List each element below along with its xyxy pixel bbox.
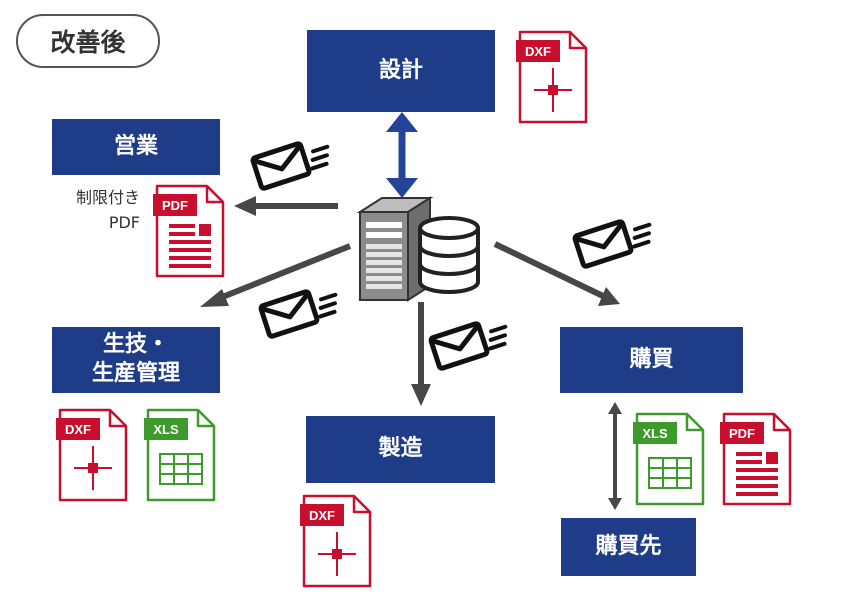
svg-text:XLS: XLS: [642, 426, 668, 441]
arrow-to-sales: [234, 196, 338, 216]
dxf-file-icon: DXF: [300, 494, 372, 588]
dept-supplier-box: 購買先: [561, 518, 696, 576]
dept-manufacturing-box: 製造: [306, 416, 495, 483]
pdf-file-icon: PDF: [720, 412, 792, 506]
svg-text:DXF: DXF: [65, 422, 91, 437]
design-server-double-arrow: [386, 112, 418, 198]
mail-icon: [260, 283, 341, 337]
dept-production-engineering-box: 生技・ 生産管理: [52, 327, 220, 393]
dept-sales-box: 営業: [52, 119, 220, 175]
svg-text:DXF: DXF: [309, 508, 335, 523]
badge-label: 改善後: [50, 28, 126, 57]
dept-production-engineering-label: 生技・ 生産管理: [91, 332, 180, 386]
dept-purchasing-box: 購買: [560, 327, 743, 393]
arrow-to-purchasing: [493, 241, 620, 306]
dept-manufacturing-label: 製造: [378, 436, 423, 462]
svg-text:PDF: PDF: [162, 198, 188, 213]
after-improvement-badge: 改善後: [16, 14, 160, 68]
svg-text:DXF: DXF: [525, 44, 551, 59]
arrow-to-manufacturing: [411, 302, 431, 406]
database-icon: [418, 216, 480, 294]
dept-design-box: 設計: [307, 30, 495, 112]
xls-file-icon: XLS: [144, 408, 216, 502]
xls-file-icon: XLS: [633, 412, 705, 506]
restricted-pdf-note-line1: 制限付き: [75, 188, 140, 207]
svg-text:PDF: PDF: [729, 426, 755, 441]
restricted-pdf-note: 制限付き PDF: [40, 186, 140, 236]
dept-sales-label: 営業: [113, 133, 158, 159]
dept-design-label: 設計: [378, 57, 423, 83]
mail-icon: [252, 135, 333, 189]
restricted-pdf-note-line2: PDF: [108, 212, 140, 232]
mail-icon: [574, 213, 655, 267]
purchasing-supplier-double-arrow: [608, 402, 622, 510]
pdf-file-icon: PDF: [153, 184, 225, 278]
dept-purchasing-label: 購買: [629, 346, 674, 372]
server-icon: [356, 196, 434, 302]
arrow-to-production-engineering: [200, 243, 352, 307]
svg-text:XLS: XLS: [153, 422, 179, 437]
dxf-file-icon: DXF: [56, 408, 128, 502]
dxf-file-icon: DXF: [516, 30, 588, 124]
mail-icon: [430, 315, 511, 369]
dept-supplier-label: 購買先: [595, 533, 662, 559]
